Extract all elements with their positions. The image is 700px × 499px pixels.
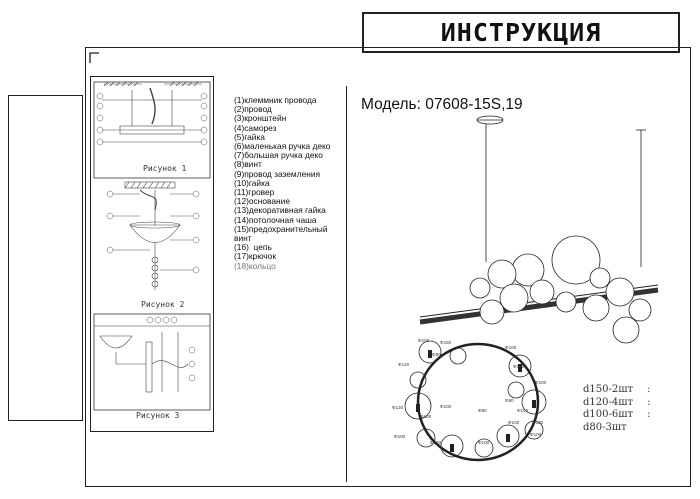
part-item: (18)кольцо — [234, 260, 276, 271]
chandelier-elevation — [419, 115, 659, 344]
size-row: d100-6шт: — [583, 409, 650, 422]
bulb-sizes-legend: d150-2шт:d120-4шт:d100-6шт:d80-3шт — [583, 384, 650, 434]
size-mark: : — [647, 384, 651, 395]
plan-label: Φ100 — [505, 345, 517, 350]
size-mark: : — [647, 409, 651, 420]
plan-label: Φ120 — [398, 362, 410, 367]
part-item: (8)винт — [234, 159, 262, 170]
page-title: ИНСТРУКЦИЯ — [440, 18, 602, 47]
plan-label: Φ100 — [535, 380, 547, 385]
part-item: (13)декоративная гайка — [234, 205, 326, 216]
figure-1-drawing — [93, 81, 211, 179]
document-frame — [85, 47, 691, 487]
part-item: (5)гайка — [234, 131, 265, 142]
plan-label: Φ100 — [478, 440, 490, 445]
plan-label: Φ120 — [392, 405, 404, 410]
part-item: (16) цепь — [234, 242, 272, 253]
figures-panel — [90, 76, 214, 432]
plan-label: Φ80 — [432, 352, 441, 357]
plan-label: Φ100 — [420, 414, 432, 419]
plan-label: Φ100 — [394, 434, 406, 439]
plan-label: Φ100 — [508, 420, 520, 425]
model-label: Модель: 07608-15S,19 — [361, 96, 523, 113]
plan-label: Φ150 — [430, 440, 442, 445]
part-item: (11)гровер — [234, 187, 275, 198]
part-item: (17)крючок — [234, 251, 276, 262]
part-item: (14)потолочная чаша — [234, 214, 317, 225]
size-row: d150-2шт: — [583, 384, 650, 397]
parts-list: (1)клеммник провода(2)провод(3)кронштейн… — [234, 95, 346, 271]
size-mark: : — [647, 396, 651, 408]
size-label: d100-6шт — [583, 409, 634, 420]
figure-3-drawing — [93, 313, 211, 411]
side-tab — [8, 95, 83, 421]
figure-1-caption: Рисунок 1 — [143, 164, 187, 173]
part-item: (2)провод — [234, 104, 272, 115]
plan-label: Φ80 — [505, 398, 514, 403]
column-divider — [346, 86, 347, 482]
size-label: d150-2шт — [583, 384, 634, 395]
part-item: (4)саморез — [234, 122, 277, 133]
size-label: d80-3шт — [583, 421, 627, 433]
corner-mark — [89, 52, 99, 63]
part-item: (3)кронштейн — [234, 113, 287, 124]
size-row: d80-3шт — [583, 422, 650, 435]
plan-label: Φ100 — [517, 408, 529, 413]
size-label: d120-4шт — [583, 396, 634, 408]
figure-2-drawing — [106, 181, 200, 290]
chandelier-plan — [404, 340, 547, 462]
plan-label: Φ120 — [513, 364, 525, 369]
plan-label: Φ80 — [478, 408, 487, 413]
part-item: (12)основание — [234, 196, 290, 207]
plan-label: Φ100 — [440, 404, 452, 409]
part-item: (10)гайка — [234, 177, 270, 188]
plan-label: Φ100 — [418, 338, 430, 343]
plan-label: Φ150 — [440, 340, 452, 345]
figure-3-caption: Рисунок 3 — [136, 411, 180, 420]
part-item: (15)предохранительный винт — [234, 223, 330, 244]
plan-label: Φ120 — [532, 420, 544, 425]
part-item: (9)провод заземления — [234, 168, 321, 179]
title-box: ИНСТРУКЦИЯ — [362, 12, 680, 53]
part-item: (1)клеммник провода — [234, 95, 317, 105]
figure-2-caption: Рисунок 2 — [141, 300, 185, 309]
size-row: d120-4шт: — [583, 397, 650, 410]
part-item: (6)маленькая ручка деко — [234, 141, 331, 152]
part-item: (7)большая ручка деко — [234, 150, 323, 161]
plan-label: Φ100 — [530, 432, 542, 437]
